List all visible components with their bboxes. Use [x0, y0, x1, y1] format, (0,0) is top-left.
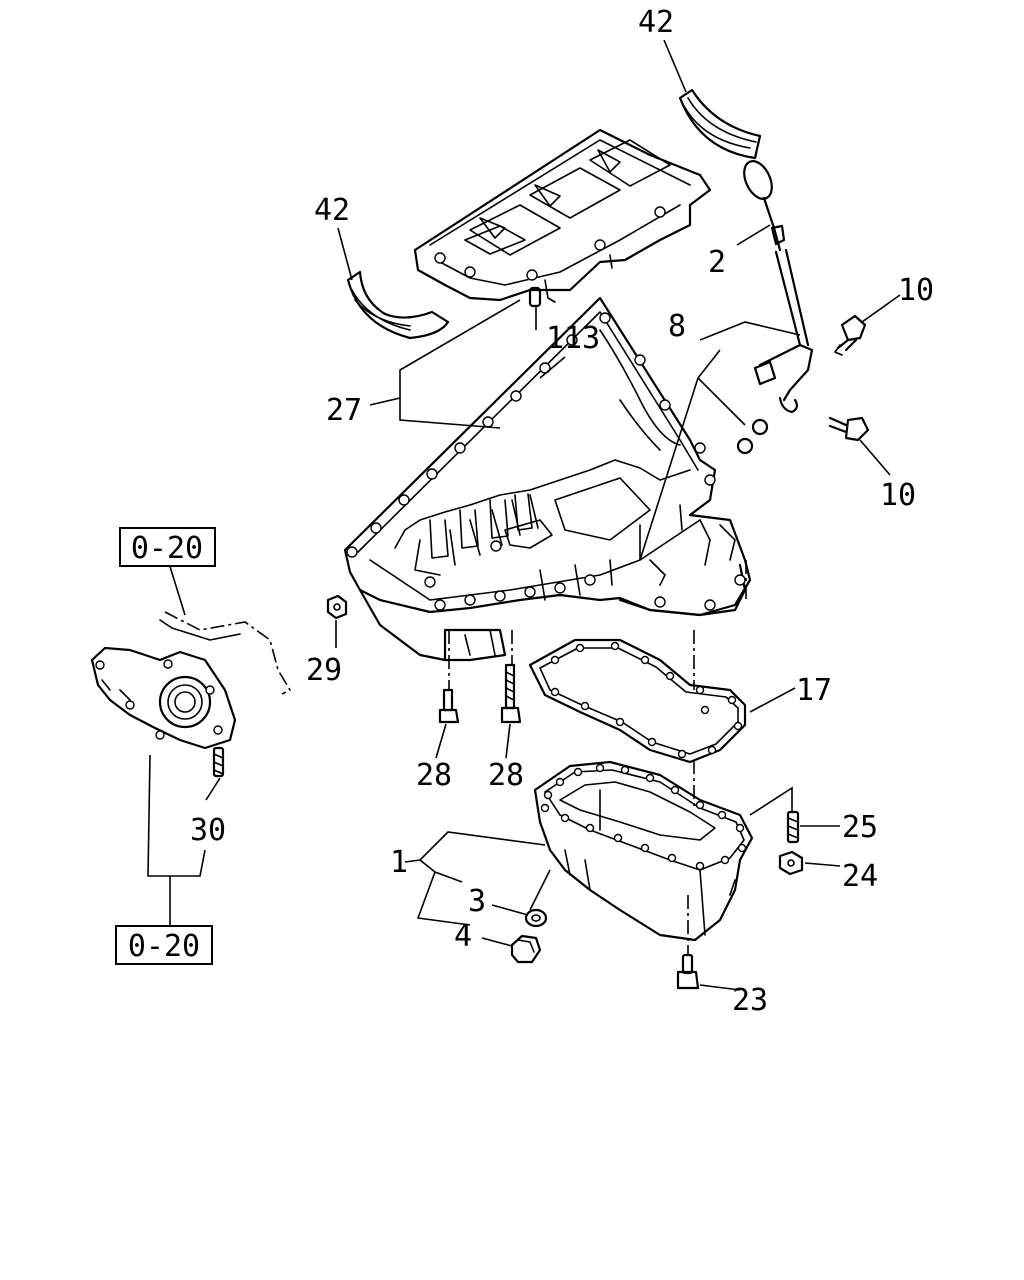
reference-label-bottom: 0-20 — [128, 929, 200, 964]
callout-1: 1 — [390, 845, 408, 880]
leader-lines — [147, 39, 901, 991]
callout-8: 8 — [668, 309, 686, 344]
callout-27: 27 — [326, 393, 362, 428]
rear-seal-retainer — [90, 646, 237, 750]
callout-28-left: 28 — [416, 758, 452, 793]
upper-oil-pan — [343, 296, 752, 662]
bearing-shell-top — [678, 88, 762, 160]
reference-box-bottom: 0-20 — [115, 925, 213, 965]
callout-labels: 42 42 2 10 8 113 27 10 29 17 28 28 30 25… — [190, 5, 934, 1018]
bolt-23 — [676, 953, 700, 990]
washer-3 — [524, 908, 548, 928]
stud-25 — [786, 810, 800, 844]
callout-30: 30 — [190, 813, 226, 848]
callout-17: 17 — [796, 673, 832, 708]
callout-24: 24 — [842, 859, 878, 894]
bolt-10-top — [834, 314, 867, 356]
rear-seal-gasket — [159, 611, 292, 695]
bolt-28-right — [500, 663, 522, 724]
callout-3: 3 — [468, 884, 486, 919]
callout-113: 113 — [546, 321, 600, 356]
callout-42-top: 42 — [638, 5, 674, 40]
callout-4: 4 — [454, 919, 472, 954]
callout-25: 25 — [842, 810, 878, 845]
reference-label-top: 0-20 — [131, 531, 203, 566]
callout-28-right: 28 — [488, 758, 524, 793]
nut-29 — [326, 594, 348, 620]
callout-29: 29 — [306, 653, 342, 688]
dipstick-assembly — [736, 160, 814, 455]
callout-2: 2 — [708, 245, 726, 280]
bolt-28-left — [438, 688, 460, 724]
callout-23: 23 — [732, 983, 768, 1018]
callout-10-top: 10 — [898, 273, 934, 308]
stud-30 — [212, 746, 225, 778]
dowel-pin-113 — [528, 286, 542, 308]
bolt-10-bottom — [828, 416, 870, 442]
callout-42-left: 42 — [314, 193, 350, 228]
callout-10-bottom: 10 — [880, 478, 916, 513]
bearing-ladder-frame — [413, 128, 712, 303]
reference-box-top: 0-20 — [119, 527, 216, 567]
drain-plug-4 — [510, 934, 542, 964]
lower-oil-pan-1 — [533, 760, 754, 942]
bearing-shell-left — [346, 270, 450, 340]
oil-pan-gasket-17 — [528, 638, 747, 764]
nut-24 — [778, 850, 804, 876]
